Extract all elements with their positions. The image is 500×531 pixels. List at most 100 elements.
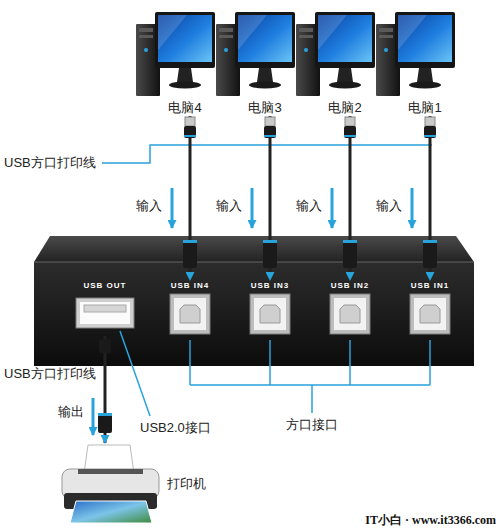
plug-ring	[344, 135, 356, 137]
plug-ring	[424, 135, 436, 137]
printer-icon	[58, 443, 163, 525]
computer-icon	[375, 10, 455, 100]
port-label: USB IN1	[402, 280, 458, 292]
computer: 电脑2	[295, 10, 375, 116]
port-socket	[254, 298, 286, 330]
drive-bay	[299, 35, 313, 38]
leader-line	[102, 145, 432, 163]
port-label: USB IN3	[242, 280, 298, 292]
plug-ring	[184, 135, 196, 137]
monitor-base	[249, 82, 281, 89]
drive-bay	[219, 35, 233, 38]
computer-icon	[215, 10, 295, 100]
cable-label: USB方口打印线	[4, 366, 96, 382]
direction-arrow	[331, 188, 334, 228]
monitor-frame	[315, 12, 375, 68]
drive-bay	[219, 28, 233, 32]
usb-a-port	[72, 292, 138, 336]
monitor-frame	[235, 12, 295, 68]
plug-housing	[184, 126, 196, 138]
usb-cable	[252, 116, 277, 280]
monitor-screen	[238, 15, 292, 62]
computer-icon	[135, 10, 215, 100]
usb-b-plug	[183, 240, 197, 268]
port-frame	[410, 294, 450, 334]
computer-icon	[295, 10, 375, 100]
port-socket	[414, 298, 446, 330]
port-bracket	[190, 340, 430, 413]
usb-in-port: USB IN4	[162, 280, 218, 336]
port-tongue	[260, 305, 280, 323]
usb-a-plug	[265, 117, 275, 126]
port-label: USB IN2	[322, 280, 378, 292]
usb-cable	[332, 116, 357, 280]
plug-housing	[264, 126, 276, 138]
plug-ring	[264, 135, 276, 137]
drive-bay	[299, 28, 313, 32]
interface-label: USB2.0接口	[140, 420, 211, 436]
direction-arrow	[251, 188, 254, 228]
usb-in-port: USB IN2	[322, 280, 378, 336]
plug-ring	[423, 240, 437, 243]
cable-label: USB方口打印线	[4, 155, 96, 171]
usb-b-plug	[343, 240, 357, 268]
computer: 电脑1	[375, 10, 455, 116]
computer: 电脑4	[135, 10, 215, 116]
screen-glare	[318, 15, 347, 50]
switch-top	[34, 236, 474, 262]
drive-bay	[139, 35, 153, 38]
printer-label: 打印机	[167, 475, 206, 493]
usb-cable	[412, 116, 437, 280]
edge-label: 输入	[136, 198, 162, 214]
port-tongue	[340, 305, 360, 323]
edge-label: 输入	[216, 198, 242, 214]
port-label: USB IN4	[162, 280, 218, 292]
edge-label: 输入	[376, 198, 402, 214]
usb-a-plug	[99, 339, 111, 353]
usb-out-port: USB OUT	[72, 280, 138, 336]
port-frame	[170, 294, 210, 334]
plug-housing	[344, 126, 356, 138]
usb-in-port: USB IN3	[242, 280, 298, 336]
plug-ring	[98, 413, 112, 416]
direction-arrow	[92, 398, 95, 435]
port-frame	[250, 294, 290, 334]
screen-glare	[238, 15, 267, 50]
computer-label: 电脑4	[155, 100, 215, 116]
direction-arrow	[171, 188, 174, 228]
monitor-base	[329, 82, 361, 89]
computer: 电脑3	[215, 10, 295, 116]
computer-label: 电脑1	[395, 100, 455, 116]
port-socket	[80, 302, 130, 324]
watermark: IT小白 · www.it3366.com	[365, 512, 496, 528]
port-tongue	[420, 305, 440, 323]
direction-arrow	[411, 188, 414, 228]
drive-bay	[139, 28, 153, 32]
usb-b-plug	[423, 240, 437, 268]
port-tongue	[180, 305, 200, 323]
usb-a-plug	[425, 117, 435, 126]
computer-label: 电脑3	[235, 100, 295, 116]
usb-b-plug	[98, 413, 112, 433]
switch-edge	[34, 262, 474, 263]
port-socket	[174, 298, 206, 330]
port-frame	[330, 294, 370, 334]
monitor-base	[409, 82, 441, 89]
drive-bay	[379, 28, 393, 32]
plug-ring	[183, 240, 197, 243]
port-tongue	[84, 305, 126, 312]
computer-label: 电脑2	[315, 100, 375, 116]
printed-photo	[70, 501, 152, 523]
plug-ring	[263, 240, 277, 243]
usb-cable	[172, 116, 197, 280]
monitor-frame	[155, 12, 215, 68]
usb-cable	[93, 336, 112, 443]
port-frame	[76, 298, 134, 328]
usb-b-port	[322, 292, 378, 336]
screen-glare	[158, 15, 187, 50]
port-label: USB OUT	[72, 280, 138, 292]
paper-slot	[78, 469, 143, 474]
edge-label: 输出	[58, 404, 84, 420]
drive-bay	[379, 35, 393, 38]
monitor-stand	[177, 68, 193, 82]
